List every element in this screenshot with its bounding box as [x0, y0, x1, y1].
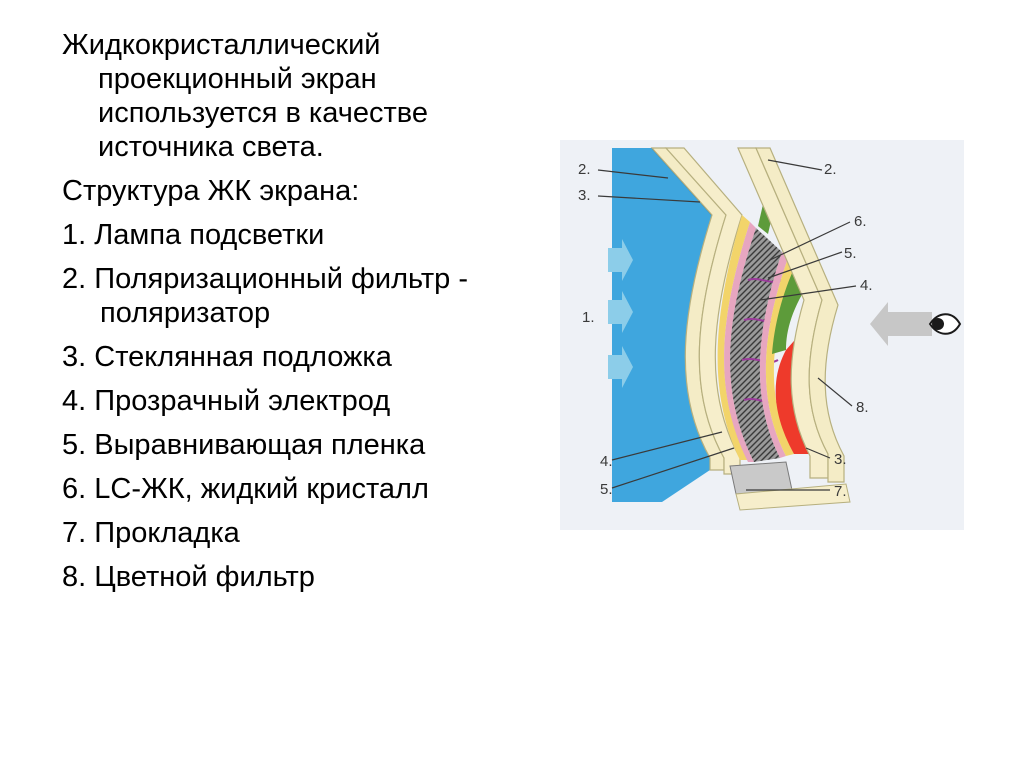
item-label: Стеклянная подложка — [94, 341, 392, 373]
item-label: LC-ЖК, жидкий кристалл — [94, 473, 429, 505]
item-label: Выравнивающая пленка — [94, 429, 426, 461]
label-4-left: 4. — [600, 453, 613, 470]
item-number: 7. — [62, 517, 87, 549]
backlight-lamp — [612, 148, 712, 502]
list-item: 6. LC-ЖК, жидкий кристалл — [62, 472, 542, 506]
leader-lines — [597, 159, 857, 491]
back-alignment-film — [724, 222, 756, 462]
item-label: Прозрачный электрод — [94, 385, 391, 417]
viewing-direction-arrow — [870, 302, 932, 346]
front-alignment-film — [759, 252, 788, 458]
list-item: 5. Выравнивающая пленка — [62, 428, 542, 462]
item-number: 1. — [62, 219, 87, 251]
front-polarizer — [755, 147, 845, 483]
lcd-structure-diagram: 2. 3. 1. 4. 5. 2. 6. 5. 4. 8. 3. 7. — [560, 140, 964, 530]
item-number: 5. — [62, 429, 87, 461]
item-label: Прокладка — [94, 517, 240, 549]
spacer — [729, 461, 793, 495]
item-number: 6. — [62, 473, 87, 505]
label-2-left: 2. — [578, 161, 591, 178]
slide-text: Жидкокристаллический проекционный экран … — [62, 28, 542, 604]
structure-heading: Структура ЖК экрана: — [62, 175, 360, 207]
eye-icon — [928, 313, 962, 335]
lc-molecule-lines — [741, 278, 783, 404]
light-arrow-icon — [608, 239, 633, 281]
list-item: 3. Стеклянная подложка — [62, 340, 542, 374]
list-item: 8. Цветной фильтр — [62, 560, 542, 594]
item-number: 4. — [62, 385, 87, 417]
list-item: 7. Прокладка — [62, 516, 542, 550]
item-label: Поляризационный фильтр - поляризатор — [94, 263, 468, 329]
back-electrode — [717, 215, 750, 460]
label-1-left: 1. — [582, 309, 595, 326]
label-3-right: 3. — [834, 451, 847, 468]
lcd-diagram-svg: 2. 3. 1. 4. 5. 2. 6. 5. 4. 8. 3. 7. — [560, 140, 964, 530]
item-label: Лампа подсветки — [94, 219, 325, 251]
front-electrode — [765, 258, 796, 456]
label-5-left: 5. — [600, 481, 613, 498]
label-2-right: 2. — [824, 161, 837, 178]
label-7-right: 7. — [834, 483, 847, 500]
list-item: 4. Прозрачный электрод — [62, 384, 542, 418]
label-4-right: 4. — [860, 277, 873, 294]
list-item: 2. Поляризационный фильтр - поляризатор — [62, 262, 542, 330]
label-5-right: 5. — [844, 245, 857, 262]
item-number: 2. — [62, 263, 87, 295]
intro-paragraph: Жидкокристаллический проекционный экран … — [62, 29, 428, 163]
label-6-right: 6. — [854, 213, 867, 230]
light-arrow-icon — [608, 346, 633, 388]
item-number: 8. — [62, 561, 87, 593]
item-label: Цветной фильтр — [94, 561, 315, 593]
light-arrow-icon — [608, 291, 633, 333]
item-number: 3. — [62, 341, 87, 373]
list-item: 1. Лампа подсветки — [62, 218, 542, 252]
label-8-right: 8. — [856, 399, 869, 416]
label-3-left: 3. — [578, 187, 591, 204]
liquid-crystal-layer — [730, 228, 782, 462]
